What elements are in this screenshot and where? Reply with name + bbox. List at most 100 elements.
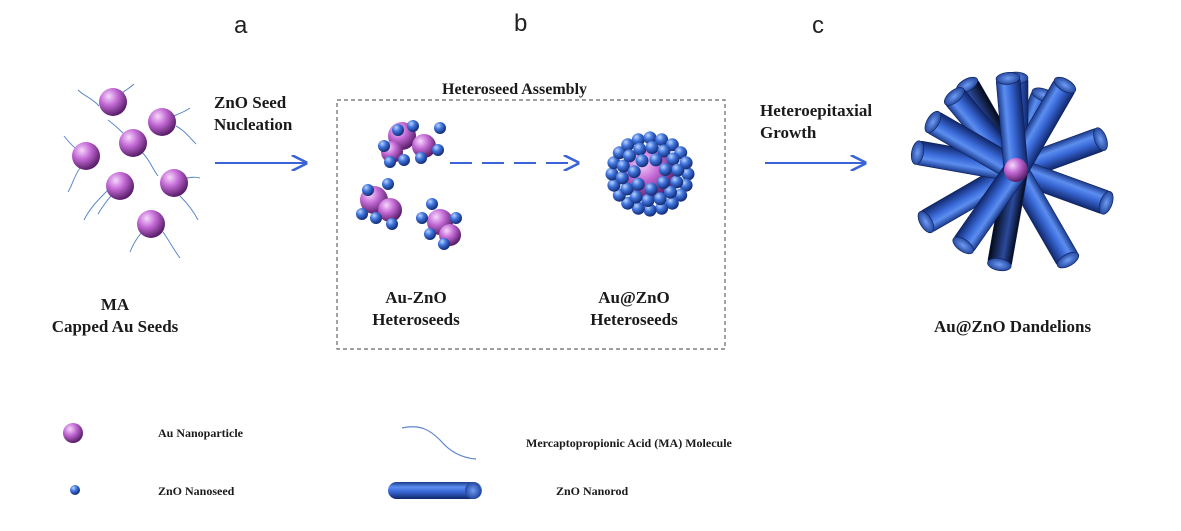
zno-seed xyxy=(426,198,438,210)
zno-seed xyxy=(415,152,427,164)
zno-seed xyxy=(407,120,419,132)
zno-seed xyxy=(392,124,404,136)
zno-shell-seed xyxy=(644,182,658,196)
zno-nanorod xyxy=(910,140,1018,182)
growth-line2: Growth xyxy=(760,123,817,142)
legend-au-label: Au Nanoparticle xyxy=(158,426,243,440)
zno-seed xyxy=(384,156,396,168)
ma-ligand xyxy=(83,189,109,221)
zno-seed xyxy=(356,208,368,220)
zno-shell-seed xyxy=(631,177,645,191)
seeds-caption: MA Capped Au Seeds xyxy=(40,294,190,338)
au-at-zno-caption-line1: Au@ZnO xyxy=(598,288,670,307)
nanorod-cap xyxy=(917,210,935,234)
zno-seed xyxy=(370,212,382,224)
au-seed xyxy=(99,88,127,116)
zno-shell-seed xyxy=(635,154,649,168)
ma-ligand xyxy=(77,89,100,107)
au-core xyxy=(1004,158,1028,182)
zno-shell-seed xyxy=(679,156,693,170)
zno-seed xyxy=(434,122,446,134)
zno-shell-seed xyxy=(623,149,636,163)
legend-zno-rod-label: ZnO Nanorod xyxy=(556,484,629,498)
zno-shell-seed xyxy=(641,194,655,207)
growth-line1: Heteroepitaxial xyxy=(760,101,873,120)
zno-shell-seed xyxy=(658,163,672,176)
zno-shell-seed xyxy=(649,153,663,167)
au-zno-caption-line2: Heteroseeds xyxy=(372,310,460,329)
au-particle xyxy=(412,134,436,158)
nucleation-line2: Nucleation xyxy=(214,115,293,134)
heteroseed-assembly-box xyxy=(336,99,726,350)
panel-label-a: a xyxy=(234,12,248,39)
seeds-caption-line1: MA xyxy=(100,295,130,314)
zno-seed xyxy=(450,212,462,224)
au-seed xyxy=(106,172,134,200)
legend-zno-seed-label: ZnO Nanoseed xyxy=(158,484,235,498)
nanorod-cap xyxy=(1056,251,1080,269)
zno-shell-seed xyxy=(655,133,669,147)
zno-shell-seed xyxy=(681,167,695,181)
ma-capped-au-seeds xyxy=(63,83,201,259)
ma-ligand xyxy=(175,125,197,145)
au-seed xyxy=(72,142,100,170)
zno-shell-seed xyxy=(621,138,635,152)
ma-ligand xyxy=(179,195,199,221)
panel-label-b: b xyxy=(514,10,528,37)
nanorod-cap xyxy=(910,140,925,165)
zno-seed xyxy=(432,144,444,156)
nanorod-cap xyxy=(924,110,942,134)
ma-ligand xyxy=(67,167,81,193)
legend-zno-rod-icon xyxy=(388,482,482,499)
zno-shell-seed xyxy=(605,167,619,181)
legend-au-icon xyxy=(63,423,83,443)
au-at-zno-caption: Au@ZnO Heteroseeds xyxy=(574,287,694,331)
au-seed xyxy=(148,108,176,136)
au-at-zno-caption-line2: Heteroseeds xyxy=(590,310,678,329)
ma-ligand xyxy=(162,231,181,259)
nucleation-label: ZnO Seed Nucleation xyxy=(214,92,292,136)
zno-shell-seed xyxy=(664,185,677,199)
zno-seed xyxy=(382,178,394,190)
nanorod-cap xyxy=(952,236,974,255)
au-zno-heteroseeds xyxy=(356,120,462,250)
zno-shell-seed xyxy=(629,190,643,204)
zno-nanorod xyxy=(952,163,1025,255)
zno-shell-seed xyxy=(656,176,670,190)
zno-shell-seed xyxy=(665,196,679,210)
zno-shell-seed xyxy=(674,188,688,202)
panel-label-c: c xyxy=(812,12,824,39)
legend-ma-icon xyxy=(401,426,477,460)
au-at-zno-dandelion xyxy=(910,71,1114,272)
zno-shell-seed xyxy=(620,182,634,196)
nanorod-cap xyxy=(1093,127,1108,151)
zno-shell-seed xyxy=(616,159,630,173)
au-seed xyxy=(137,210,165,238)
nanorod-cap xyxy=(1053,76,1077,94)
zno-shell-seed xyxy=(671,163,685,177)
nanorod-cap xyxy=(944,87,965,106)
ma-ligand xyxy=(139,149,159,177)
legend-ma-label: Mercaptopropionic Acid (MA) Molecule xyxy=(526,436,732,450)
zno-seed xyxy=(438,238,450,250)
zno-seed xyxy=(398,154,410,166)
au-zno-caption: Au-ZnO Heteroseeds xyxy=(356,287,476,331)
nanorod-cap xyxy=(987,257,1012,272)
assembly-label: Heteroseed Assembly xyxy=(442,81,588,98)
growth-label: Heteroepitaxial Growth xyxy=(760,100,872,144)
zno-seed xyxy=(424,228,436,240)
dandelions-caption: Au@ZnO Dandelions xyxy=(934,317,1092,336)
zno-seed xyxy=(378,140,390,152)
legend-zno-seed-icon xyxy=(70,485,80,495)
zno-shell-seed xyxy=(607,178,621,192)
au-seed xyxy=(160,169,188,197)
au-zno-caption-line1: Au-ZnO xyxy=(385,288,447,307)
zno-shell-seed xyxy=(645,141,659,154)
au-particle xyxy=(378,198,402,222)
zno-shell-seed xyxy=(670,175,684,189)
nucleation-line1: ZnO Seed xyxy=(214,93,287,112)
zno-shell-seed xyxy=(627,165,641,179)
zno-shell-seed xyxy=(666,152,680,166)
zno-shell-seed xyxy=(615,171,629,185)
